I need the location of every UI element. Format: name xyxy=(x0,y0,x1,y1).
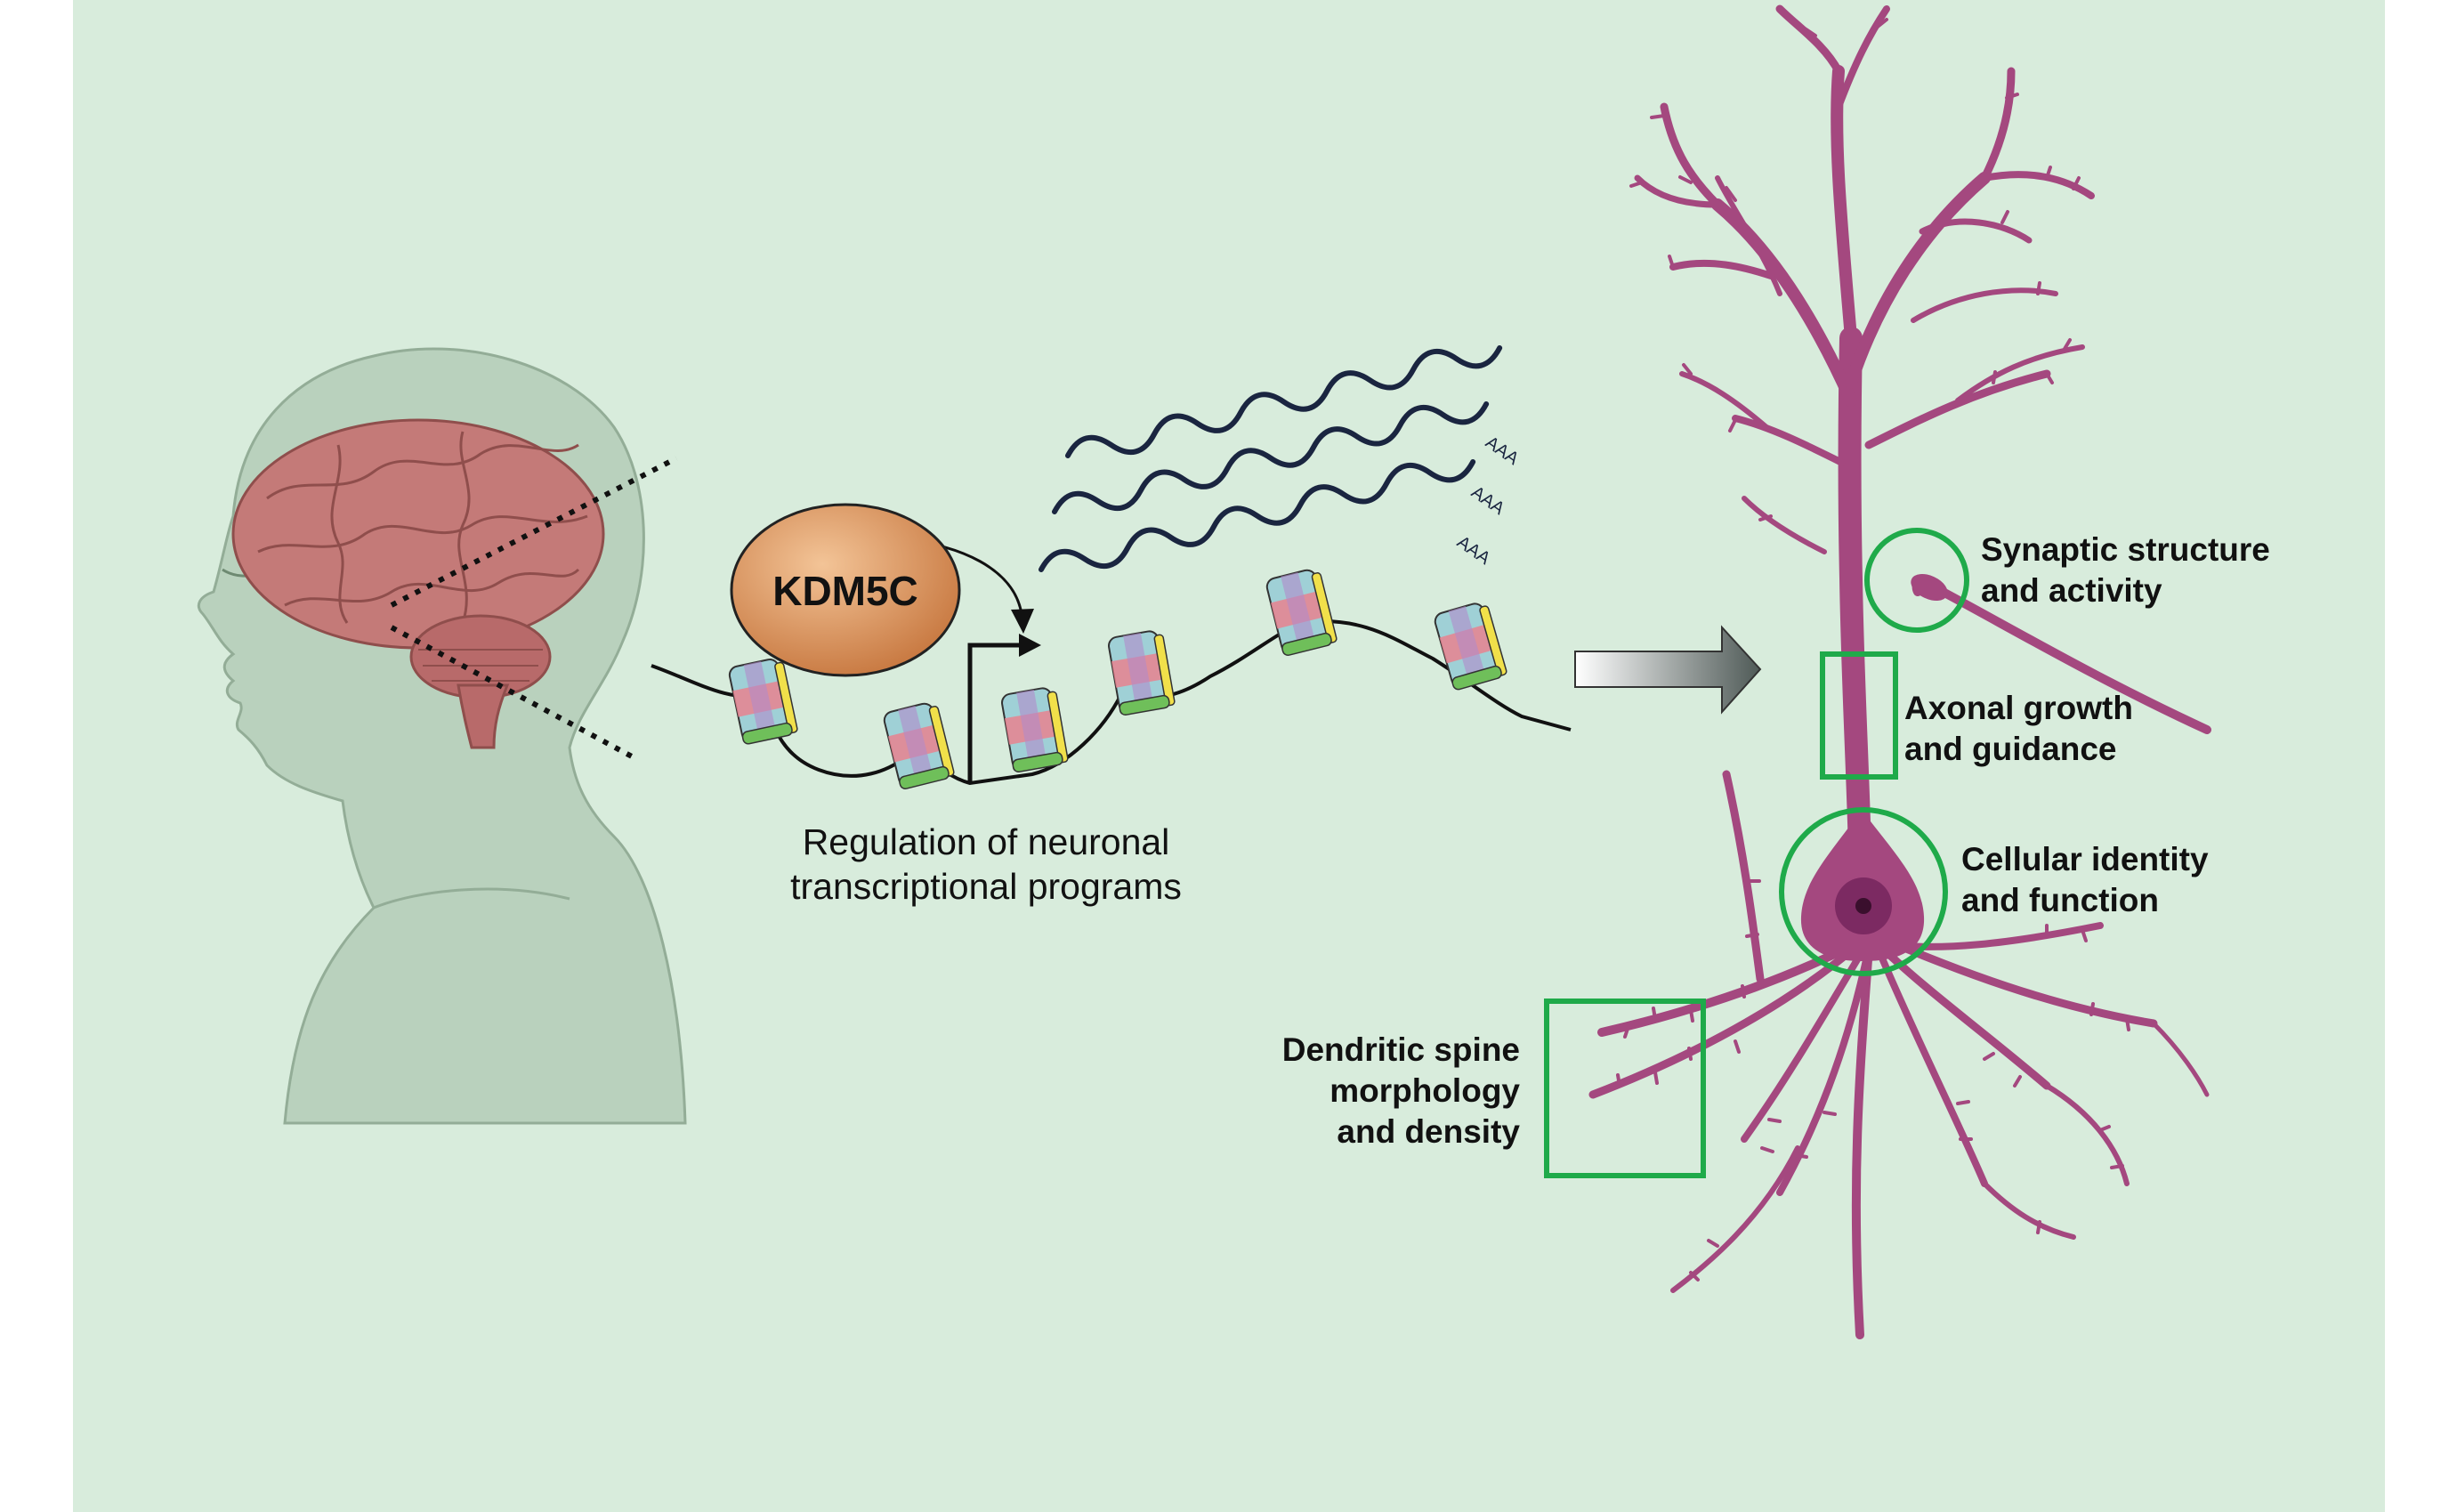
dendritic-highlight-box xyxy=(1544,999,1706,1178)
regulation-caption-line2: transcriptional programs xyxy=(790,866,1182,907)
cellular-label-line2: and function xyxy=(1961,882,2159,918)
axonal-label-line1: Axonal growth xyxy=(1904,690,2133,726)
block-arrow xyxy=(1574,625,1762,715)
dendritic-label-line3: and density xyxy=(1337,1113,1520,1150)
synaptic-label-line1: Synaptic structure xyxy=(1981,531,2270,568)
synaptic-bouton xyxy=(1911,573,1948,602)
regulation-caption-line1: Regulation of neuronal xyxy=(803,821,1170,862)
cellular-label-line1: Cellular identity xyxy=(1961,841,2209,877)
transcription-start-arrow xyxy=(967,634,1041,783)
soma-highlight-circle xyxy=(1779,807,1948,976)
kdm5c-protein: KDM5C xyxy=(730,503,961,677)
neuron-soma xyxy=(1800,810,1925,961)
kdm5c-label: KDM5C xyxy=(772,568,918,614)
dendritic-label-line1: Dendritic spine xyxy=(1282,1031,1520,1068)
chromatin-fiber xyxy=(651,619,1572,786)
mrna-strands xyxy=(1039,345,1503,572)
axonal-highlight-box xyxy=(1820,651,1898,780)
dendritic-label-line2: morphology xyxy=(1330,1072,1520,1109)
brain-illustration xyxy=(231,418,605,749)
dendritic-spines xyxy=(1616,18,2130,1282)
synaptic-label-line2: and activity xyxy=(1981,572,2162,609)
zoom-dotted-lines xyxy=(390,456,678,759)
axonal-label-line2: and guidance xyxy=(1904,731,2116,767)
synaptic-highlight-circle xyxy=(1864,528,1969,633)
